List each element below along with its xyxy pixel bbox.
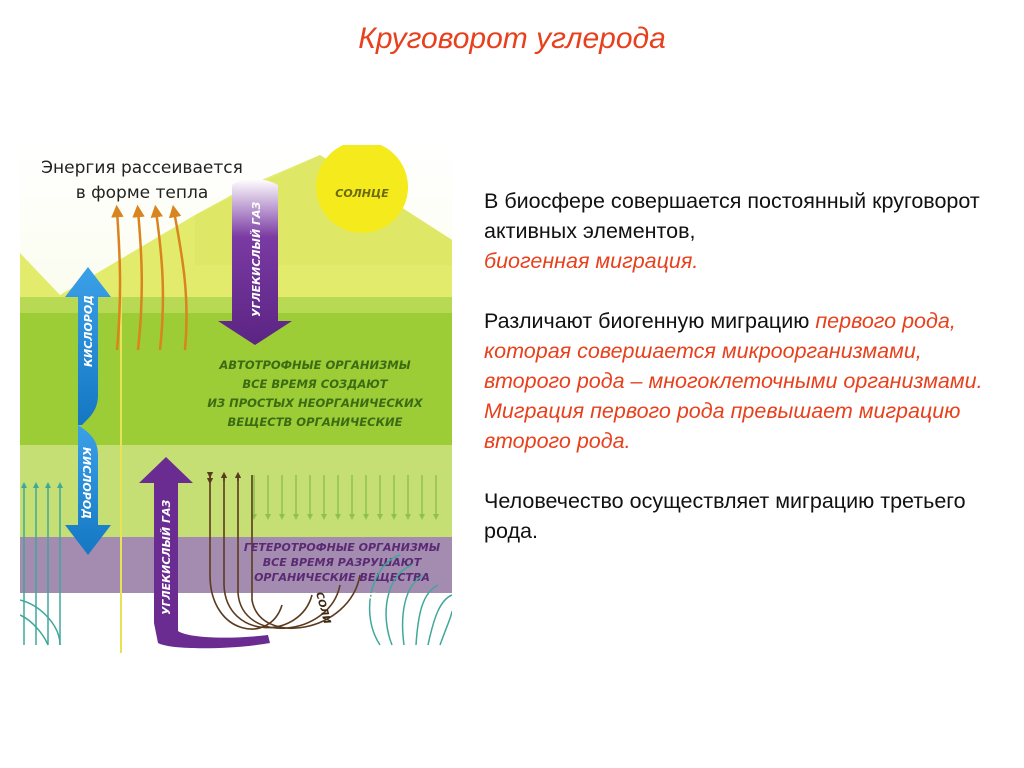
energy-label-line2: в форме тепла (76, 183, 209, 203)
svg-text:ИЗ ПРОСТЫХ НЕОРГАНИЧЕСКИХ: ИЗ ПРОСТЫХ НЕОРГАНИЧЕСКИХ (207, 396, 423, 410)
slide-title: Круговорот углерода (358, 22, 666, 55)
autotrophs-text: АВТОТРОФНЫЕ ОРГАНИЗМЫ ВСЕ ВРЕМЯ СОЗДАЮТ … (207, 358, 423, 429)
sun-label: СОЛНЦЕ (335, 187, 389, 200)
oxygen-label-top: КИСЛОРОД (82, 295, 95, 367)
svg-text:ГЕТЕРОТРОФНЫЕ ОРГАНИЗМЫ: ГЕТЕРОТРОФНЫЕ ОРГАНИЗМЫ (244, 541, 441, 554)
carbon-cycle-diagram: СОЛНЦЕ Энергия рассеивается в форме тепл… (20, 145, 452, 653)
svg-text:ВСЕ ВРЕМЯ СОЗДАЮТ: ВСЕ ВРЕМЯ СОЗДАЮТ (242, 377, 388, 391)
water-lines-left (20, 482, 63, 646)
co2-arrow-top: УГЛЕКИСЛЫЙ ГАЗ (218, 179, 292, 345)
water-lines-right (368, 554, 452, 646)
heterotrophs-text: ГЕТЕРОТРОФНЫЕ ОРГАНИЗМЫ ВСЕ ВРЕМЯ РАЗРУШ… (244, 541, 441, 584)
salt-roots (206, 471, 361, 630)
heat-arrows (111, 204, 188, 351)
co2-arrow-bottom: УГЛЕКИСЛЫЙ ГАЗ (139, 457, 270, 649)
description-text: В биосфере совершается постоянный кругов… (484, 186, 1004, 576)
oxygen-arrow-bottom: КИСЛОРОД (65, 425, 111, 555)
decomposition-arrows (251, 475, 439, 520)
svg-text:ОРГАНИЧЕСКИЕ ВЕЩЕСТВА: ОРГАНИЧЕСКИЕ ВЕЩЕСТВА (254, 571, 430, 584)
paragraph-biosphere: В биосфере совершается постоянный кругов… (484, 189, 980, 273)
svg-text:ВСЕ ВРЕМЯ РАЗРУШАЮТ: ВСЕ ВРЕМЯ РАЗРУШАЮТ (263, 556, 423, 569)
co2-label-bottom: УГЛЕКИСЛЫЙ ГАЗ (160, 499, 173, 615)
oxygen-arrow-top: КИСЛОРОД (65, 267, 111, 425)
oxygen-label-bottom: КИСЛОРОД (80, 447, 93, 519)
paragraph-migration-types: Различают биогенную миграцию первого род… (484, 309, 983, 453)
highlight-biogenic-migration: биогенная миграция. (484, 249, 699, 273)
sun-icon (316, 145, 408, 233)
svg-text:ВЕЩЕСТВ ОРГАНИЧЕСКИЕ: ВЕЩЕСТВ ОРГАНИЧЕСКИЕ (228, 415, 403, 429)
co2-label-top: УГЛЕКИСЛЫЙ ГАЗ (250, 201, 263, 317)
highlight-migration-orders: первого рода, которая совершается микроо… (484, 309, 983, 453)
energy-label-line1: Энергия рассеивается (41, 158, 243, 178)
svg-text:АВТОТРОФНЫЕ ОРГАНИЗМЫ: АВТОТРОФНЫЕ ОРГАНИЗМЫ (218, 358, 410, 372)
paragraph-humanity: Человечество осуществляет миграцию треть… (484, 489, 966, 543)
